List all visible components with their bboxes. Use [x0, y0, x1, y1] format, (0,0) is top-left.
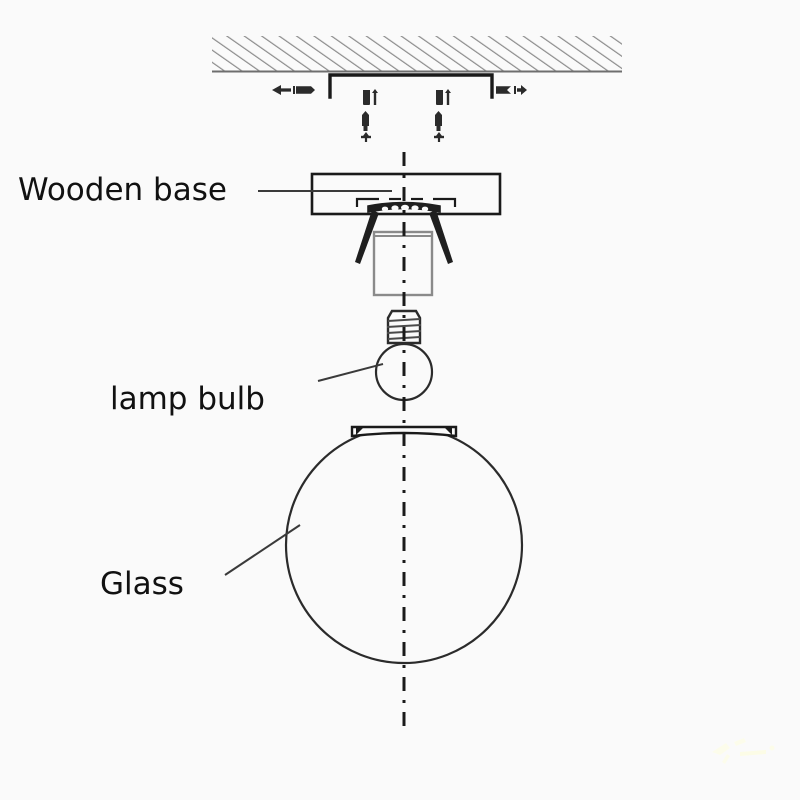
- ceiling-group: [212, 36, 622, 73]
- spring-bracket-group: [355, 201, 453, 264]
- screw-set-left: [361, 89, 378, 142]
- screw-set-right: [434, 89, 451, 142]
- screw-icon-right-mid: [435, 111, 442, 131]
- ceiling-hatch: [212, 36, 622, 71]
- leader-glass: [224, 524, 301, 576]
- screw-icon-right-top: [436, 89, 451, 105]
- collar-notch-left: [356, 428, 363, 435]
- screw-icon-left-mid: [362, 111, 369, 131]
- watermark: [712, 738, 775, 764]
- lamp-bulb-shape: [374, 309, 434, 402]
- anchor-icon-left: [272, 85, 315, 95]
- label-glass: Glass: [100, 566, 184, 602]
- screw-icon-left-top: [363, 89, 378, 105]
- label-wooden-base: Wooden base: [18, 172, 227, 208]
- ceiling-mount-plate: [328, 73, 494, 99]
- label-lamp-bulb: lamp bulb: [110, 381, 265, 417]
- bracket-arm-left: [355, 210, 379, 264]
- screw-icon-left-bottom: [361, 132, 371, 142]
- bracket-arm-right: [429, 210, 453, 264]
- glass-collar: [350, 425, 458, 438]
- leader-lamp-bulb: [317, 363, 384, 382]
- bracket-slot-holes: [381, 204, 429, 212]
- screw-icon-right-bottom: [434, 132, 444, 142]
- mounting-hardware-group: [272, 85, 527, 142]
- leader-lines-group: [224, 190, 392, 576]
- anchor-icon-right: [496, 85, 527, 95]
- collar-notch-right: [445, 428, 452, 435]
